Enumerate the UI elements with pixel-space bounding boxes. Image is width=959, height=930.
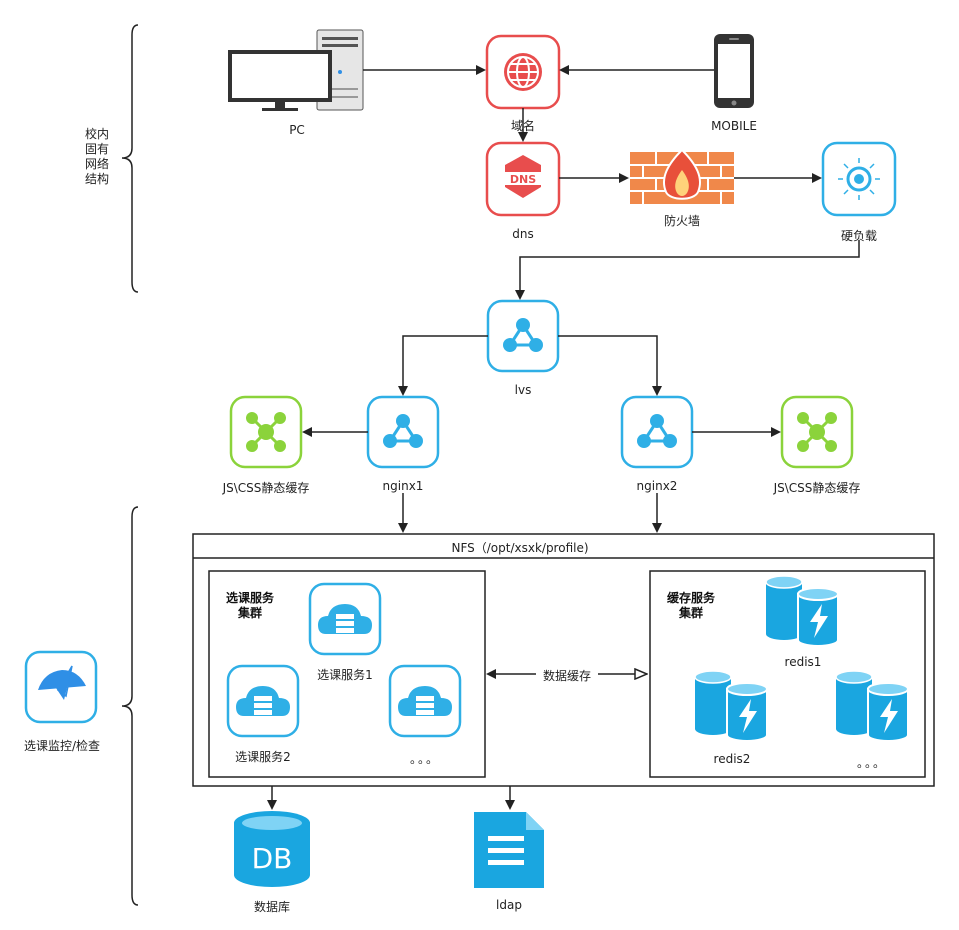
database-label: 数据库 <box>253 900 291 914</box>
hw-lb-label: 硬负载 <box>840 229 878 243</box>
ldap-label: ldap <box>496 898 522 912</box>
firewall-label: 防火墙 <box>663 214 701 228</box>
monitor-label: 选课监控/检查 <box>23 739 101 753</box>
dns-label: dns <box>512 227 534 241</box>
cache-cluster-title: 缓存服务 集群 <box>667 591 716 620</box>
pc-label: PC <box>289 123 305 137</box>
brace-campus <box>121 24 139 293</box>
database-icon: DB <box>234 811 310 887</box>
domain-globe-icon <box>485 34 561 110</box>
svg-text:DNS: DNS <box>510 173 536 186</box>
redis-more-label: 。。。 <box>856 756 888 770</box>
static-cache-left-label: JS\CSS静态缓存 <box>222 481 310 495</box>
redis2-label: redis2 <box>713 752 751 766</box>
hardware-load-balancer-icon <box>821 141 897 217</box>
pc-icon <box>228 29 364 111</box>
nginx1-label: nginx1 <box>382 479 424 493</box>
lvs-label: lvs <box>514 383 532 397</box>
static-cache-right-label: JS\CSS静态缓存 <box>773 481 861 495</box>
static-cache-right-icon <box>780 395 854 469</box>
edge-lvs-nginx1 <box>398 335 488 396</box>
nfs-title: NFS（/opt/xsxk/profile) <box>451 541 589 555</box>
dns-icon: DNS <box>485 141 561 217</box>
lvs-icon <box>486 299 560 373</box>
mobile-phone-icon <box>714 34 754 108</box>
course-service-more-icon <box>388 664 462 738</box>
firewall-icon <box>630 148 734 204</box>
static-cache-left-icon <box>229 395 303 469</box>
data-cache-label: 数据缓存 <box>542 669 592 683</box>
mobile-label: MOBILE <box>711 119 757 133</box>
brace-monitor <box>121 506 139 906</box>
monitor-gauge-icon <box>24 650 98 724</box>
course-service1-icon <box>308 582 382 656</box>
nginx1-icon <box>366 395 440 469</box>
redis-more-icon <box>835 670 909 742</box>
nginx2-label: nginx2 <box>636 479 678 493</box>
edge-hwlb-lvs <box>515 240 860 300</box>
course-service2-icon <box>226 664 300 738</box>
course-service-more-label: 。。。 <box>409 752 441 766</box>
ldap-document-icon <box>474 812 544 888</box>
db-glyph: DB <box>252 842 293 875</box>
domain-label: 域名 <box>510 119 536 133</box>
edge-lvs-nginx2 <box>558 335 662 396</box>
redis1-icon <box>765 575 839 647</box>
nginx2-icon <box>620 395 694 469</box>
course-service1-label: 选课服务1 <box>317 668 373 682</box>
redis1-label: redis1 <box>784 655 822 669</box>
campus-network-label: 校内 固有 网络 结构 <box>85 127 110 186</box>
course-service2-label: 选课服务2 <box>235 750 291 764</box>
course-cluster-title: 选课服务 集群 <box>226 591 275 620</box>
redis2-icon <box>694 670 768 742</box>
